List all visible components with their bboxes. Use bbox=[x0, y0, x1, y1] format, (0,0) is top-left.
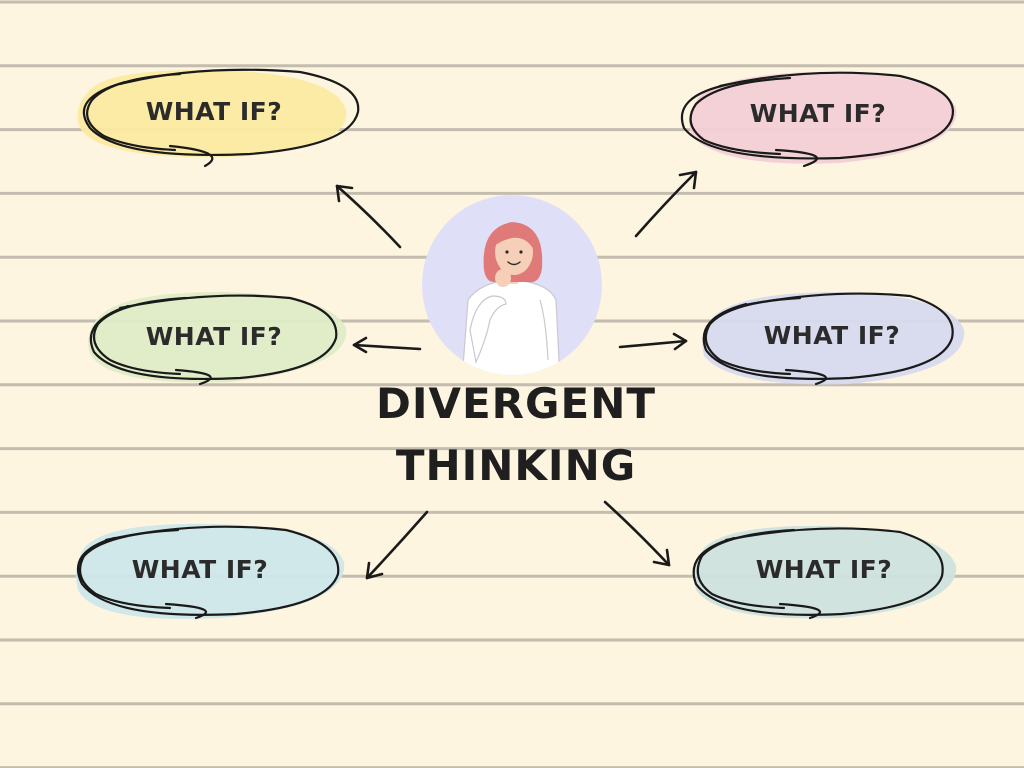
arrow-to-top-left bbox=[335, 184, 402, 249]
arrow-to-top-right bbox=[634, 170, 698, 238]
diagram-title: DIVERGENT THINKING bbox=[376, 379, 656, 490]
node-label: WHAT IF? bbox=[132, 555, 269, 584]
node-label: WHAT IF? bbox=[764, 321, 901, 350]
highlight-blob bbox=[77, 69, 347, 158]
arrow-to-bottom-left bbox=[365, 510, 429, 580]
arrow-to-middle-left bbox=[352, 336, 422, 354]
what-if-node-top-left: WHAT IF? bbox=[77, 68, 360, 168]
highlight-blob bbox=[88, 292, 347, 383]
title-line-2: THINKING bbox=[396, 441, 636, 490]
node-label: WHAT IF? bbox=[146, 322, 283, 351]
node-label: WHAT IF? bbox=[756, 555, 893, 584]
node-label: WHAT IF? bbox=[750, 99, 887, 128]
thinking-woman-icon bbox=[422, 195, 602, 375]
arrow-to-middle-right bbox=[618, 332, 688, 351]
what-if-node-top-right: WHAT IF? bbox=[680, 71, 957, 168]
highlight-blob bbox=[702, 292, 965, 385]
what-if-node-middle-right: WHAT IF? bbox=[702, 292, 965, 386]
arrows bbox=[335, 170, 698, 580]
highlight-blob bbox=[76, 523, 345, 619]
highlight-blob bbox=[694, 525, 957, 619]
what-if-node-bottom-right: WHAT IF? bbox=[692, 525, 957, 620]
node-label: WHAT IF? bbox=[146, 97, 283, 126]
highlight-blob bbox=[689, 72, 957, 164]
what-if-node-bottom-left: WHAT IF? bbox=[76, 523, 345, 620]
what-if-node-middle-left: WHAT IF? bbox=[88, 292, 347, 386]
arrow-to-bottom-right bbox=[603, 500, 671, 567]
title-line-1: DIVERGENT bbox=[376, 379, 656, 428]
